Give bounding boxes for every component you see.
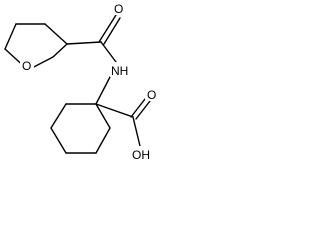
carbonyl-oxygen-label: O	[114, 2, 123, 16]
bond-cy-2	[50, 103, 67, 129]
bond-ring-carbonyl	[66, 41, 102, 45]
acid-hydroxyl-label: OH	[132, 148, 150, 162]
cyclohexane-ring	[50, 103, 111, 154]
bond-carboxyl-oxygen-b	[135, 100, 151, 120]
amide-linker	[66, 14, 121, 105]
atom-labels: O O NH O OH	[20, 0, 159, 162]
molecule-structure: O O NH O OH	[4, 0, 159, 162]
bond-carboxyl-oxygen-a	[130, 98, 146, 118]
tetrahydrofuran-ring	[4, 23, 68, 71]
bond-carbonyl-oxygen-a	[98, 14, 117, 43]
ring-oxygen-label: O	[22, 59, 31, 73]
bond-carboxyl-hydroxyl	[132, 116, 141, 147]
amide-nitrogen-label: NH	[111, 64, 128, 78]
bond-cy-3	[50, 127, 67, 154]
bond-nitrogen-quaternary	[95, 76, 111, 105]
acid-carbonyl-oxygen-label: O	[147, 88, 156, 102]
carboxylic-acid-group	[95, 98, 151, 147]
bond-c4-c5	[4, 23, 17, 50]
bond-o-c2	[52, 43, 68, 58]
bond-carbonyl-oxygen-b	[103, 17, 121, 45]
bond-cy-6	[95, 103, 111, 129]
bond-carbonyl-nitrogen	[100, 41, 117, 63]
bond-quaternary-carboxyl	[95, 103, 134, 118]
bond-c2-c3	[44, 23, 68, 45]
bond-cy-5	[95, 127, 111, 154]
